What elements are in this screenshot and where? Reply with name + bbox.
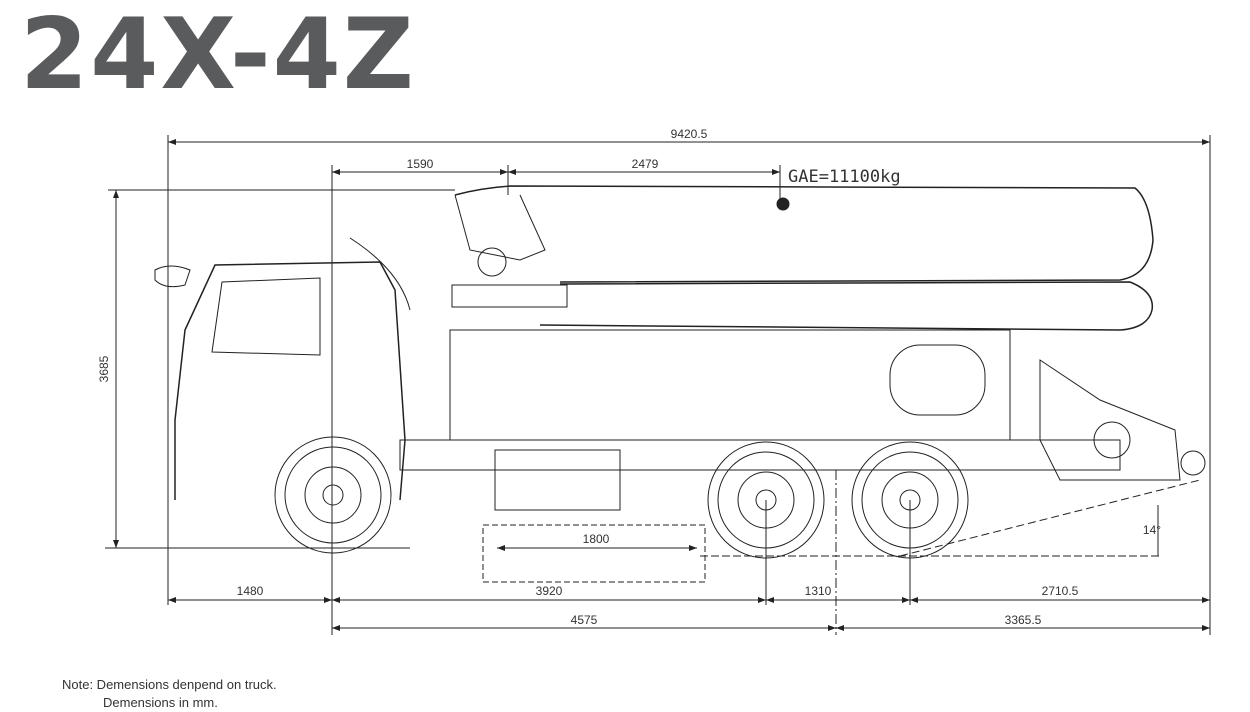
dim-lower-2: 3365.5 [1005, 613, 1042, 627]
model-title: 24X-4Z [20, 0, 416, 112]
rear-wheel-1 [707, 441, 825, 559]
dim-bottom-3: 1310 [805, 584, 832, 598]
note-line-2: Demensions in mm. [103, 695, 218, 710]
outrigger-outline [482, 524, 706, 583]
dim-height: 3685 [97, 355, 111, 382]
dim-top-2: 2479 [632, 157, 659, 171]
front-wheel [274, 436, 392, 554]
rear-wheel-2 [851, 441, 969, 559]
dimension-overall [113, 139, 1210, 631]
wheels [274, 436, 969, 559]
note-line-1: Note: Demensions denpend on truck. [62, 677, 277, 692]
dim-bottom-4: 2710.5 [1042, 584, 1079, 598]
dim-top-1: 1590 [407, 157, 434, 171]
dim-bottom-1: 1480 [237, 584, 264, 598]
gae-label: GAE=11100kg [788, 167, 901, 187]
dim-angle: 14° [1143, 523, 1161, 537]
dim-overall-length: 9420.5 [671, 127, 708, 141]
dim-outrigger-span: 1800 [583, 532, 610, 546]
dim-lower-1: 4575 [571, 613, 598, 627]
note: Note: Demensions denpend on truck. Demen… [62, 676, 277, 712]
dim-bottom-2: 3920 [536, 584, 563, 598]
